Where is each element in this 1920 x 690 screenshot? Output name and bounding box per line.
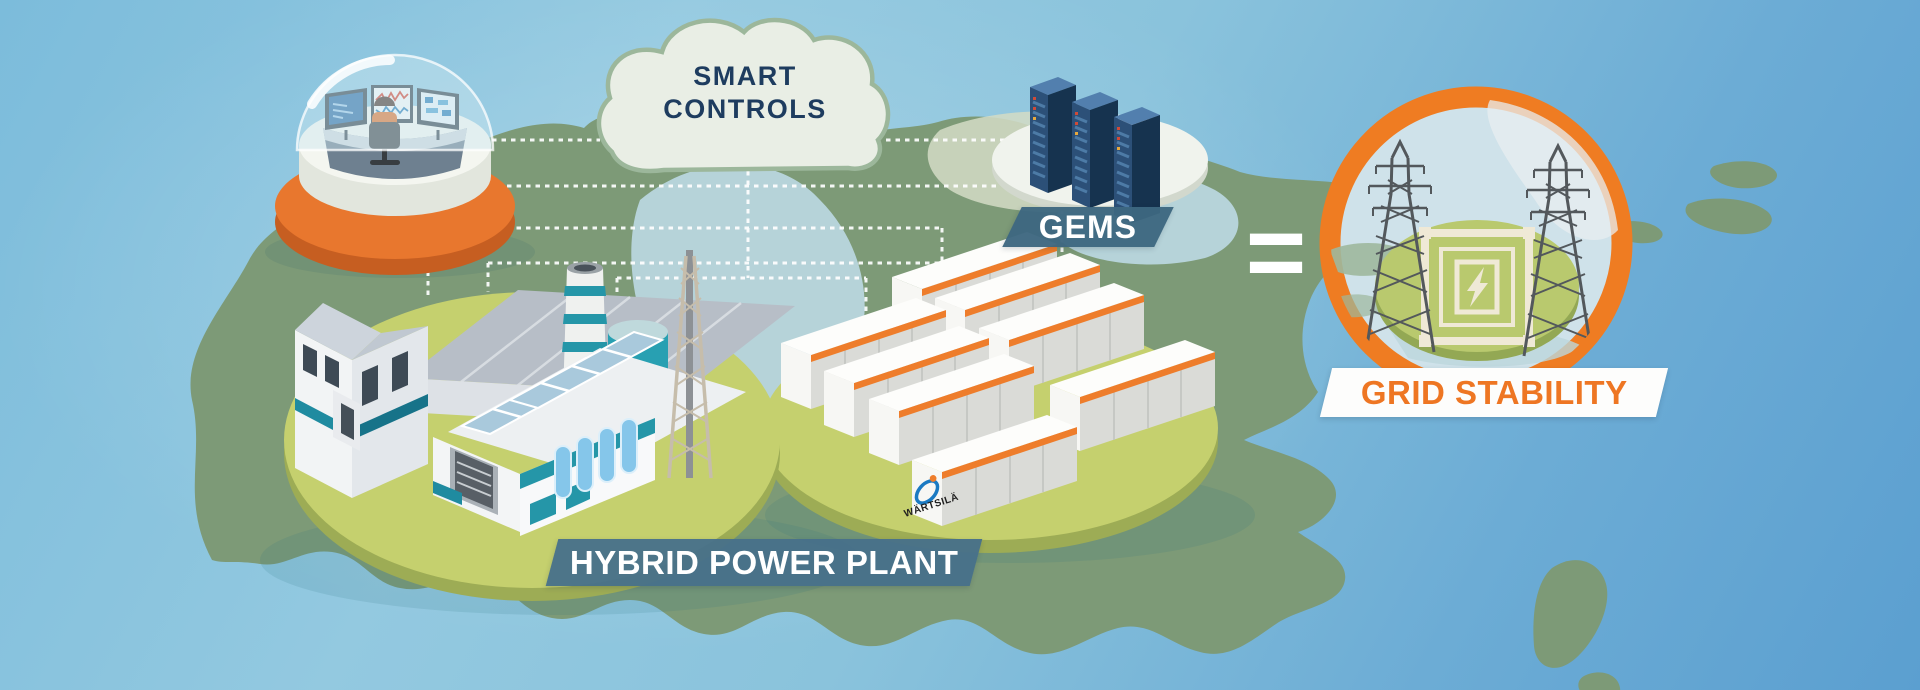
grid-stability-label: GRID STABILITY [1360,373,1628,411]
gems-group [992,77,1208,223]
transmission-pylon-icon [1364,138,1436,353]
server-rack-icon [1030,77,1076,193]
island [1578,672,1621,690]
monitor-icon [325,88,367,130]
gems-banner: GEMS [1002,207,1174,247]
grid-stability-banner: GRID STABILITY [1319,368,1669,417]
server-racks-icon [1030,77,1160,223]
pipes-icon [554,418,638,499]
office-building-icon [295,303,428,498]
lattice-tower-icon [667,250,713,479]
smart-controls-label: SMART CONTROLS [663,61,827,124]
grid-stability-circle [1319,86,1633,400]
gems-label: GEMS [1038,208,1138,245]
server-rack-icon [1072,92,1118,208]
connector-line [486,261,1008,292]
island [1710,161,1778,189]
server-rack-icon [1114,107,1160,223]
battery-container-icon [912,415,1077,526]
transmission-pylon-icon [1522,142,1594,357]
operator-icon [369,96,400,165]
hybrid-power-plant-label: HYBRID POWER PLANT [569,543,959,581]
island [1533,560,1608,668]
island [1685,198,1772,235]
hybrid-power-plant-banner: HYBRID POWER PLANT [545,539,983,586]
control-room-dome-icon [275,53,515,275]
skylight-icon [459,330,665,436]
monitor-icon [417,88,459,130]
factory-icon [295,250,795,536]
equals-sign: = [1245,195,1307,311]
cloud-icon [596,17,891,174]
battery-container-icon [869,354,1034,465]
lightning-bolt-icon [1467,267,1488,307]
battery-containers-icon: WÄRTSILÄ [781,232,1215,526]
